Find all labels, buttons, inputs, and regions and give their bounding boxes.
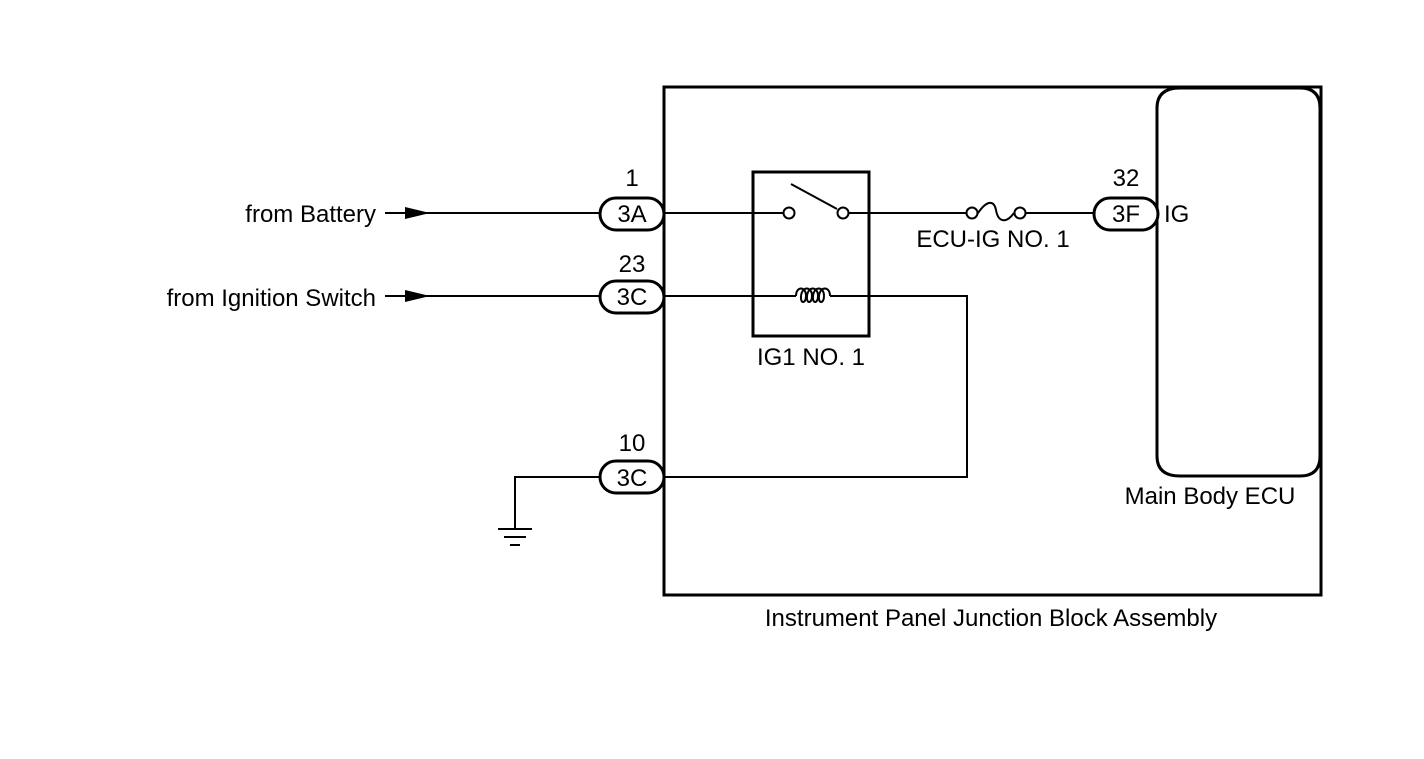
relay-coil-icon	[795, 287, 831, 303]
connector-3c-ignition-label: 3C	[617, 284, 648, 311]
junction-block-label: Instrument Panel Junction Block Assembly	[765, 605, 1217, 632]
connector-3a	[598, 196, 666, 232]
pin-number-10: 10	[619, 430, 646, 457]
main-body-ecu-box	[1155, 86, 1322, 478]
main-body-ecu-label: Main Body ECU	[1125, 483, 1296, 510]
connector-3c-ground-label: 3C	[617, 465, 648, 492]
battery-arrow-icon	[405, 207, 430, 219]
relay-label: IG1 NO. 1	[757, 344, 865, 371]
fuse-icon	[977, 201, 1015, 222]
pin-number-23: 23	[619, 251, 646, 278]
ecu-terminal-label: IG	[1164, 201, 1189, 228]
relay-contact-left	[782, 206, 796, 220]
connector-3f	[1092, 196, 1160, 232]
fuse-label: ECU-IG NO. 1	[916, 226, 1069, 253]
pin-number-1: 1	[625, 165, 638, 192]
from-ignition-switch-label: from Ignition Switch	[167, 285, 376, 312]
coil-to-ground-wire	[664, 295, 968, 478]
connector-3a-label: 3A	[617, 201, 646, 228]
ground-wire	[514, 476, 600, 529]
relay-switch-arm	[790, 183, 838, 210]
fuse-terminal-left	[965, 206, 979, 220]
junction-block-outline	[662, 85, 1323, 597]
relay-box	[751, 170, 871, 338]
pin-number-32: 32	[1113, 165, 1140, 192]
fuse-terminal-right	[1013, 206, 1027, 220]
from-battery-label: from Battery	[245, 201, 376, 228]
connector-3f-label: 3F	[1112, 201, 1140, 228]
ignition-arrow-icon	[405, 290, 430, 302]
relay-contact-right	[836, 206, 850, 220]
connector-3c-ignition	[598, 279, 666, 315]
connector-3c-ground	[598, 459, 666, 495]
